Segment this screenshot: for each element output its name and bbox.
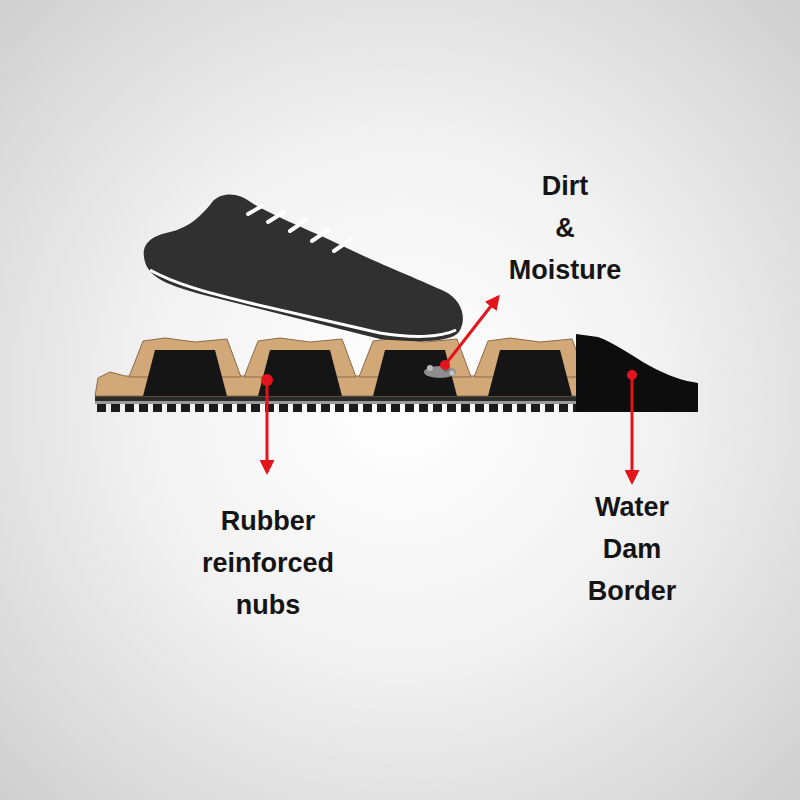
rubber-nub bbox=[258, 350, 342, 396]
dirt-particles bbox=[424, 365, 456, 378]
mat-base bbox=[95, 396, 580, 401]
callout-label: Dirt & Moisture bbox=[465, 165, 665, 291]
water-dam-border bbox=[576, 334, 698, 412]
callout-label: Water Dam Border bbox=[532, 486, 732, 612]
rubber-nub bbox=[373, 350, 457, 396]
rubber-nub bbox=[143, 350, 227, 396]
leader-arrows bbox=[261, 297, 637, 482]
callout-label: Rubber reinforced nubs bbox=[158, 500, 378, 626]
rubber-nubs bbox=[129, 338, 586, 396]
mat-base-line bbox=[95, 401, 580, 404]
mat-base-teeth bbox=[95, 404, 580, 412]
shoe bbox=[144, 194, 463, 341]
rubber-nub bbox=[488, 350, 572, 396]
